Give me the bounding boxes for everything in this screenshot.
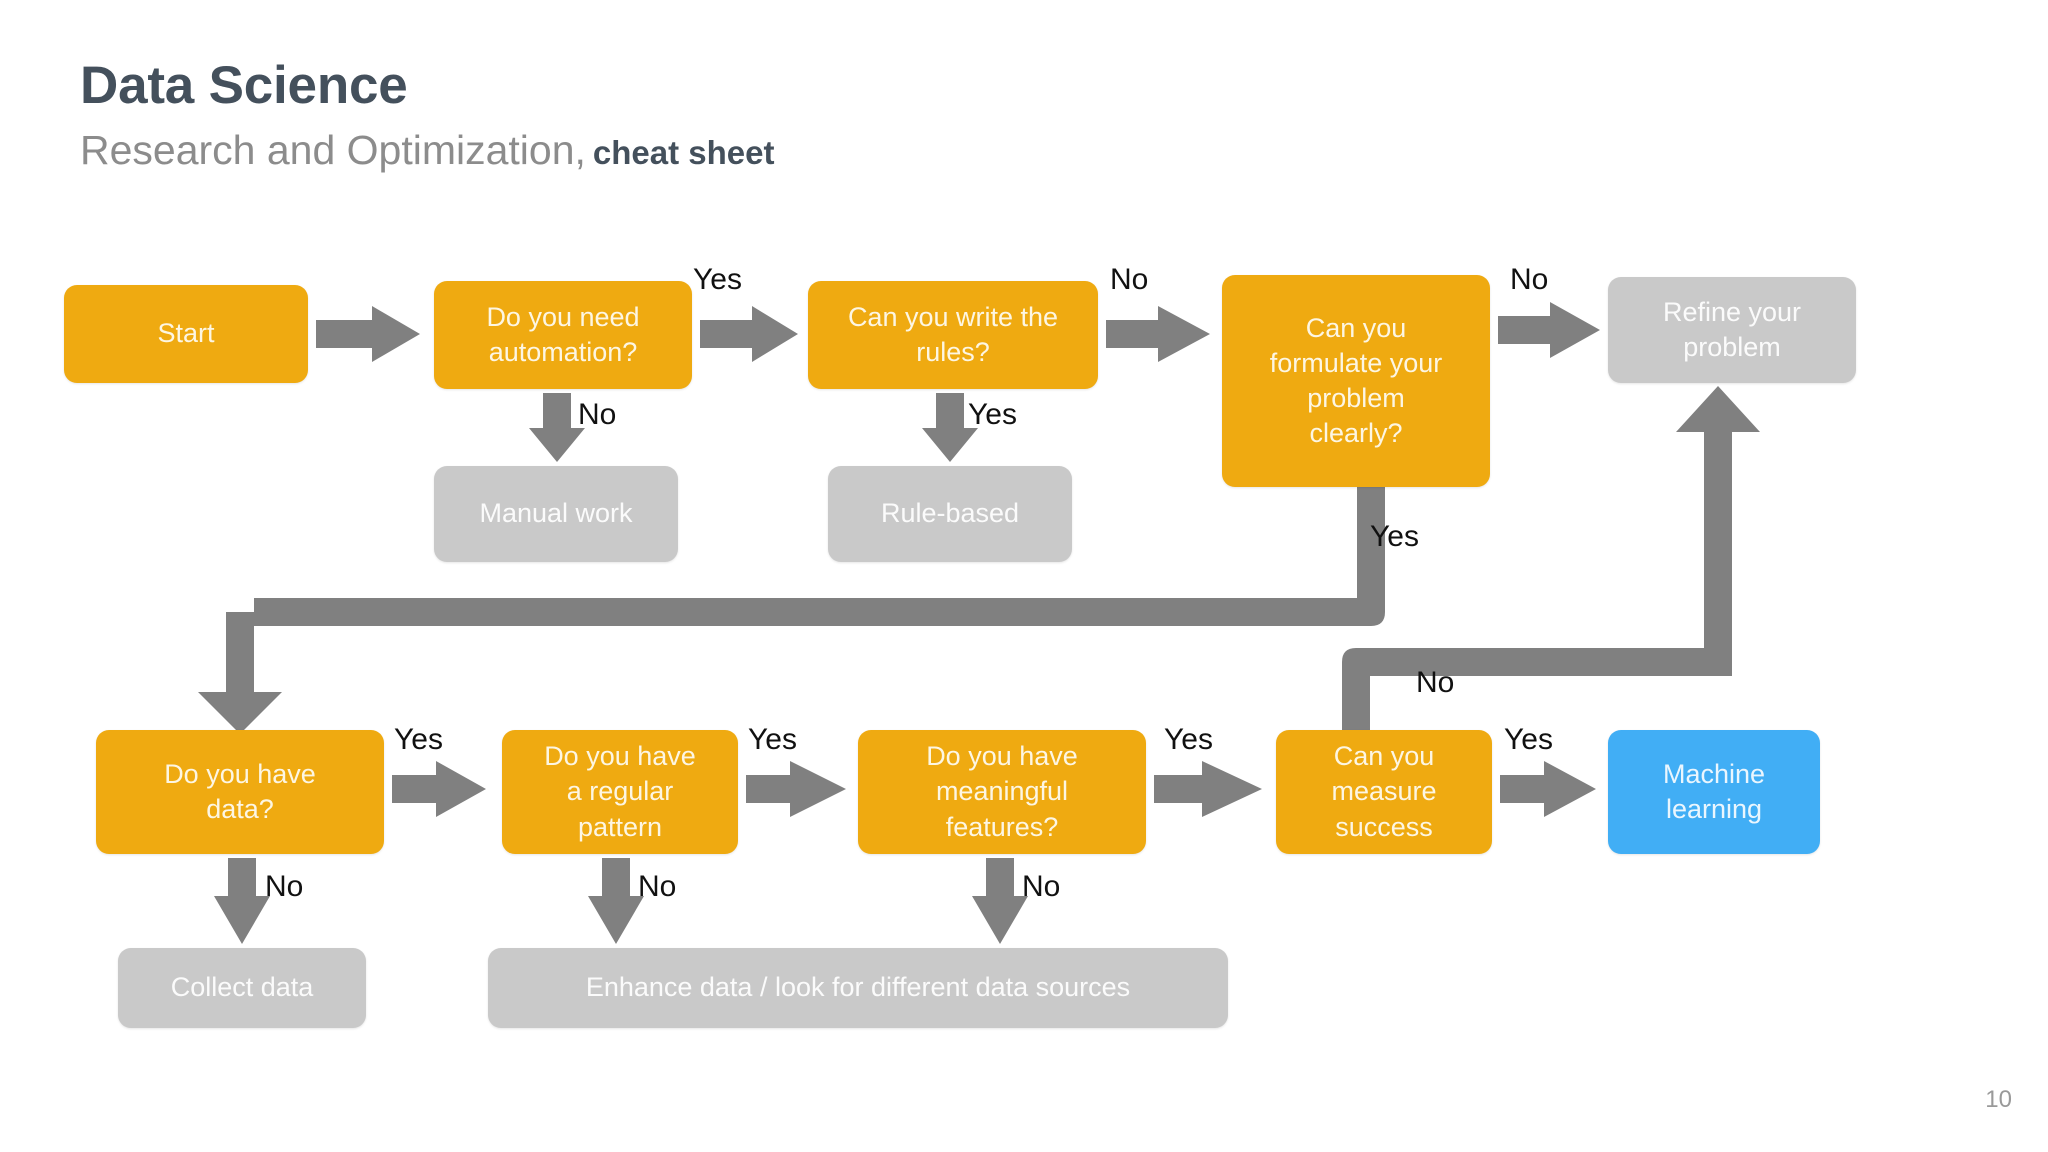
page-title: Data Science bbox=[80, 56, 408, 115]
edge-label-formulate-yes: Yes bbox=[1370, 520, 1419, 553]
arrow-automation-to-rules bbox=[700, 306, 798, 362]
arrow-automation-to-manual bbox=[529, 393, 585, 462]
edge-label-havedata-no: No bbox=[265, 870, 304, 903]
arrow-formulate-to-refine bbox=[1498, 302, 1600, 358]
node-do-you-have-meaningful-features[interactable]: Do you have meaningful features? bbox=[858, 730, 1146, 854]
node-machine-learning[interactable]: Machine learning bbox=[1608, 730, 1820, 854]
node-can-you-measure-success[interactable]: Can you measure success bbox=[1276, 730, 1492, 854]
node-label: Collect data bbox=[170, 972, 314, 1003]
node-label: Manual work bbox=[479, 498, 633, 529]
node-label: Can you measure success bbox=[1331, 741, 1437, 842]
edge-label-automation-no: No bbox=[578, 398, 617, 431]
edge-label-pattern-yes: Yes bbox=[748, 723, 797, 756]
arrow-pattern-to-enhance bbox=[588, 858, 644, 944]
node-label: Do you need automation? bbox=[486, 301, 640, 367]
node-rule-based[interactable]: Rule-based bbox=[828, 466, 1072, 562]
node-do-you-have-a-regular-pattern[interactable]: Do you have a regular pattern bbox=[502, 730, 738, 854]
page-number: 10 bbox=[1985, 1086, 2012, 1113]
edge-label-havedata-yes: Yes bbox=[394, 723, 443, 756]
edge-label-pattern-no: No bbox=[638, 870, 677, 903]
node-enhance-data[interactable]: Enhance data / look for different data s… bbox=[488, 948, 1228, 1028]
node-label: Start bbox=[157, 318, 215, 349]
node-label: Machine learning bbox=[1662, 758, 1766, 824]
edge-label-features-yes: Yes bbox=[1164, 723, 1213, 756]
node-label: Can you write the rules? bbox=[847, 301, 1059, 367]
arrow-measure-to-ml bbox=[1500, 761, 1596, 817]
arrow-features-to-enhance bbox=[972, 858, 1028, 944]
edge-label-formulate-no: No bbox=[1510, 263, 1549, 296]
node-manual-work[interactable]: Manual work bbox=[434, 466, 678, 562]
node-label: Enhance data / look for different data s… bbox=[585, 972, 1131, 1003]
node-start[interactable]: Start bbox=[64, 285, 308, 383]
node-can-you-write-the-rules[interactable]: Can you write the rules? bbox=[808, 281, 1098, 389]
arrow-formulate-to-havedata bbox=[198, 487, 1385, 734]
edge-label-features-no: No bbox=[1022, 870, 1061, 903]
node-label: Refine your problem bbox=[1662, 296, 1802, 362]
edge-label-measure-no: No bbox=[1416, 666, 1455, 699]
subtitle-main-text: Research and Optimization, bbox=[80, 127, 586, 174]
node-can-you-formulate-your-problem-clearly[interactable]: Can you formulate your problem clearly? bbox=[1222, 275, 1490, 487]
node-refine-your-problem[interactable]: Refine your problem bbox=[1608, 277, 1856, 383]
node-collect-data[interactable]: Collect data bbox=[118, 948, 366, 1028]
edge-label-rules-yes: Yes bbox=[968, 398, 1017, 431]
node-label: Do you have a regular pattern bbox=[544, 741, 696, 842]
arrow-features-to-measure bbox=[1154, 761, 1262, 817]
arrow-start-to-automation bbox=[316, 306, 420, 362]
edge-label-measure-yes: Yes bbox=[1504, 723, 1553, 756]
arrow-havedata-to-collect bbox=[214, 858, 270, 944]
node-label: Can you formulate your problem clearly? bbox=[1269, 312, 1443, 449]
node-do-you-need-automation[interactable]: Do you need automation? bbox=[434, 281, 692, 389]
subtitle-emphasis-text: cheat sheet bbox=[592, 134, 775, 172]
node-label: Do you have meaningful features? bbox=[926, 741, 1078, 842]
arrow-havedata-to-pattern bbox=[392, 761, 486, 817]
node-label: Rule-based bbox=[880, 498, 1020, 529]
edge-label-automation-yes: Yes bbox=[693, 263, 742, 296]
arrow-rules-to-formulate bbox=[1106, 306, 1210, 362]
arrow-pattern-to-features bbox=[746, 761, 846, 817]
slide-subtitle: Research and Optimization,cheat sheet bbox=[80, 130, 1280, 171]
slide-header: Data Science Research and Optimization,c… bbox=[80, 56, 1280, 171]
node-do-you-have-data[interactable]: Do you have data? bbox=[96, 730, 384, 854]
node-label: Do you have data? bbox=[164, 758, 316, 824]
edge-label-rules-no: No bbox=[1110, 263, 1149, 296]
